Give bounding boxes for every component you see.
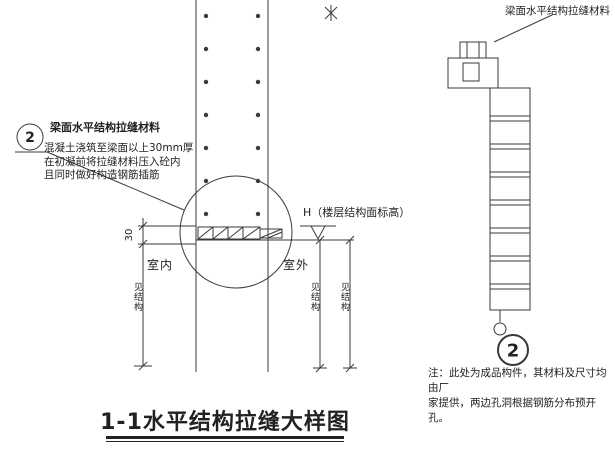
seam-material-section [196,226,283,241]
rebar-dots [203,13,261,217]
dimension-30-label: 30 [124,228,135,242]
drawing-title: 1-1水平结构拉缝大样图 [100,410,350,435]
wall-section [195,0,269,372]
seam-product-profile [447,14,553,336]
side-note-line-1: 注：此处为成品构件，其材料及尺寸均由厂 [428,367,607,394]
side-detail-mark-number: 2 [507,341,520,362]
dim-30-lines [138,218,196,252]
floor-level-line [268,225,354,241]
title-underline-thin [106,441,344,442]
asterisk-mark [324,5,338,21]
side-detail-label: 梁面水平结构拉缝材料 [505,5,610,17]
side-detail-note: 注：此处为成品构件，其材料及尺寸均由厂 家提供，两边孔洞根据钢筋分布预开孔。 [428,366,614,426]
left-vertical-dim [134,244,152,371]
callout-label: 梁面水平结构拉缝材料 [50,121,160,134]
indoor-label: 室内 [147,258,174,272]
detail-mark-number: 2 [25,130,35,146]
note-line-1: 混凝土浇筑至梁面以上30mm厚 [44,142,194,154]
vertical-dim-label-right-inner: 见结构 [309,282,319,312]
vertical-dim-label-left: 见结构 [132,282,142,312]
detail-mark [15,123,185,211]
side-note-line-2: 家提供，两边孔洞根据钢筋分布预开孔。 [428,397,596,424]
level-elevation-label: H（楼层结构面标高） [303,206,411,219]
construction-note: 混凝土浇筑至梁面以上30mm厚 在初凝前将拉缝材料压入砼内 且同时做好构造钢筋插… [44,142,193,183]
detail-callout-circle [179,175,293,289]
vertical-dim-label-right-outer: 见结构 [339,282,349,312]
right-vertical-dims [313,235,357,373]
note-line-2: 在初凝前将拉缝材料压入砼内 [44,155,181,168]
outdoor-label: 室外 [283,258,310,272]
title-underline-thick [106,436,344,439]
side-detail-mark-circle [497,334,529,366]
level-triangle-icon [310,225,326,241]
note-line-3: 且同时做好构造钢筋插筋 [44,169,160,181]
